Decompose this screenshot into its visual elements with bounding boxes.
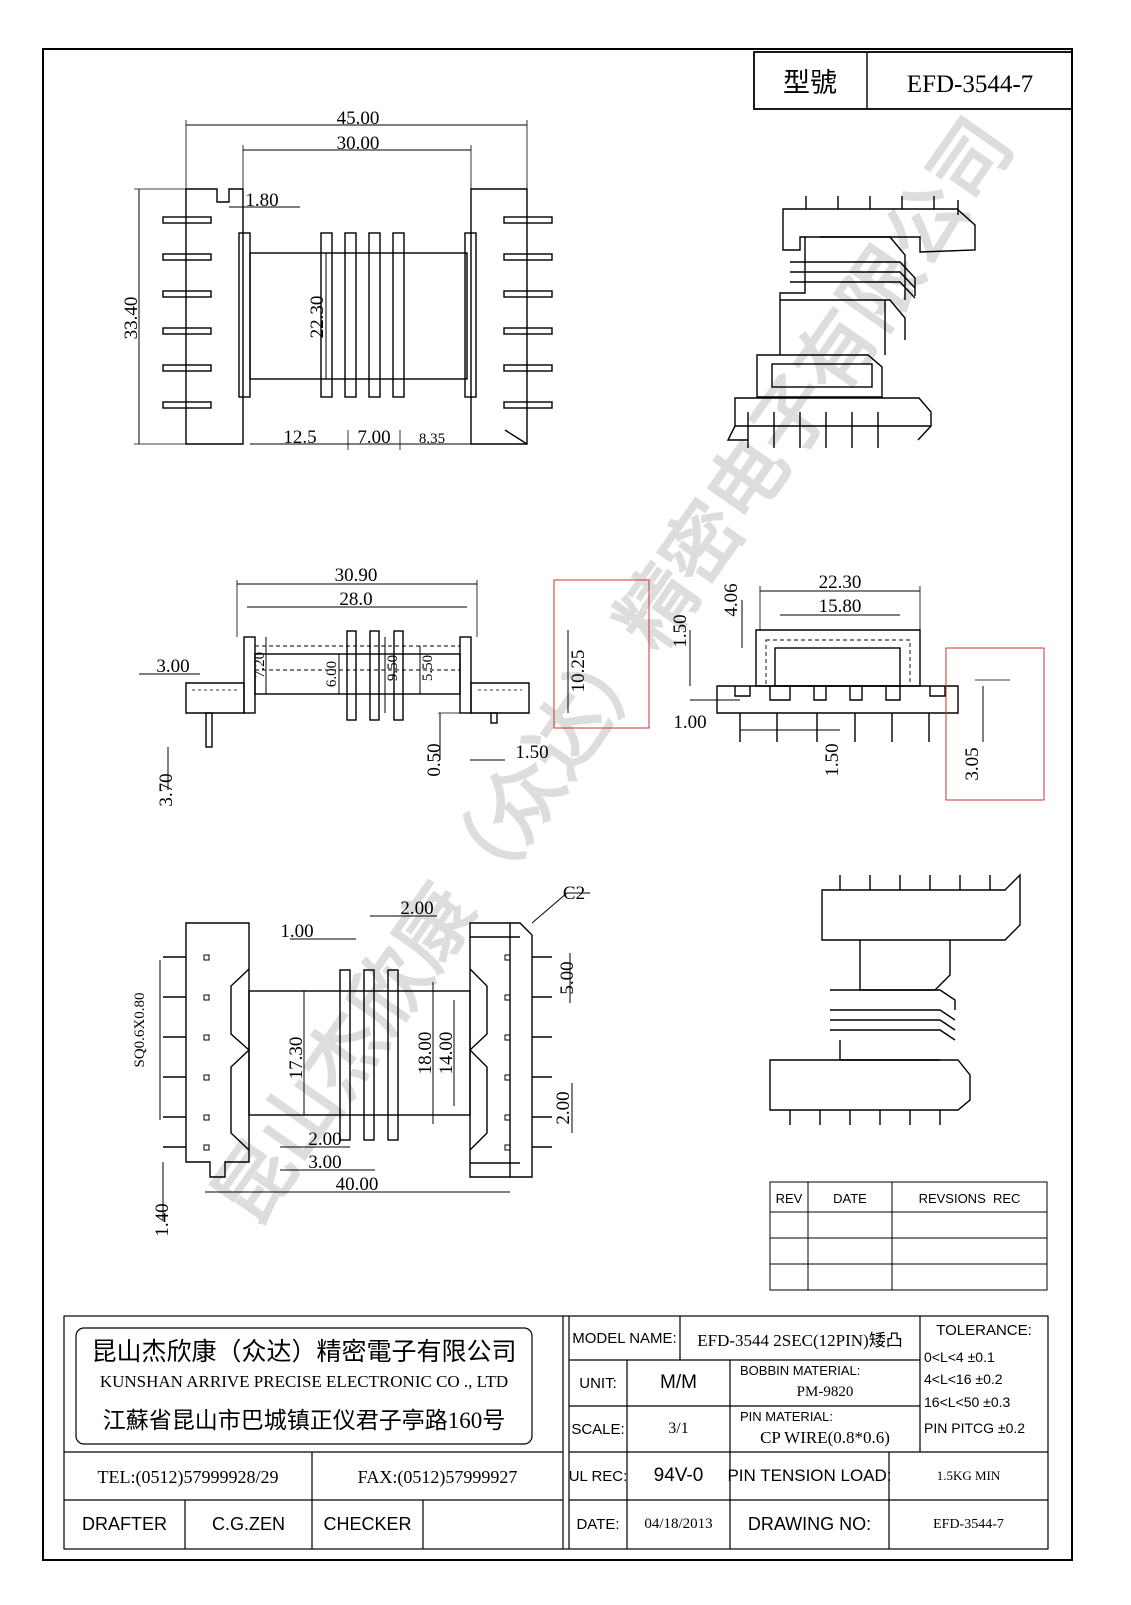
- dim-7-20: 7.20: [252, 652, 268, 678]
- dim-5-00: 5.00: [557, 961, 578, 994]
- checker-value: [423, 1502, 563, 1547]
- dim-18-00: 18.00: [415, 1032, 436, 1075]
- dim-33-40: 33.40: [121, 297, 142, 340]
- ul-rec-value: 94V-0: [653, 1465, 704, 1486]
- dim-1-00-bottom: 1.00: [280, 921, 313, 942]
- dim-15-80: 15.80: [819, 596, 862, 617]
- model-title-box: 型號 EFD-3544-7: [753, 51, 1073, 110]
- ul-rec-label: UL REC:: [568, 1467, 628, 1485]
- dim-12-5: 12.5: [283, 427, 316, 448]
- dim-4-06: 4.06: [721, 583, 742, 616]
- dim-c2: C2: [563, 883, 585, 904]
- revision-table: [769, 1181, 1048, 1291]
- rev-cell: [808, 1238, 892, 1264]
- checker-label: CHECKER: [323, 1514, 412, 1534]
- dim-2-00-side: 2.00: [553, 1091, 574, 1124]
- company-tel: TEL:(0512)57999928/29: [97, 1466, 279, 1487]
- company-name-cn: 昆山杰欣康（众达）精密電子有限公司: [91, 1339, 517, 1366]
- tolerance-row-1: 0<L<4 ±0.1: [924, 1349, 995, 1365]
- drawing-no-label: DRAWING NO:: [747, 1514, 872, 1534]
- rev-cell: [892, 1238, 1047, 1264]
- rev-header-rev: REV: [775, 1190, 803, 1206]
- dim-8-35: 8.35: [419, 431, 445, 447]
- side-view: 30.90 28.0 3.00 7.20 6.00 9.50 5.50 10.2…: [139, 565, 650, 807]
- scale-value: 3/1: [668, 1420, 689, 1437]
- dim-3-00: 3.00: [156, 656, 189, 677]
- model-name-label: MODEL NAME:: [572, 1329, 677, 1347]
- rev-cell: [808, 1264, 892, 1290]
- rev-cell: [770, 1212, 808, 1238]
- end-view: 22.30 15.80 4.06 1.50 1.00 1.50 3.05: [670, 572, 1045, 801]
- sheet-border: [42, 48, 1073, 1561]
- dim-1-50-end: 1.50: [670, 614, 691, 647]
- date-label: DATE:: [576, 1516, 620, 1533]
- dim-17-30: 17.30: [286, 1037, 307, 1080]
- iso-view-bottom: [769, 873, 1021, 1125]
- dim-22-30-end: 22.30: [819, 572, 862, 593]
- rev-cell: [770, 1238, 808, 1264]
- rev-cell: [892, 1212, 1047, 1238]
- bottom-view: C2 2.00 1.00 5.00 SQ0.6X0.80 17.30 18.00…: [132, 883, 590, 1237]
- pin-tension-value: 1.5KG MIN: [936, 1468, 1001, 1483]
- unit-label: UNIT:: [579, 1374, 617, 1392]
- dim-30: 30.00: [337, 133, 380, 154]
- dim-22-30: 22.30: [307, 296, 328, 339]
- dim-3-05: 3.05: [962, 747, 983, 780]
- dim-14-00: 14.00: [436, 1032, 457, 1075]
- dim-1-80: 1.80: [245, 190, 278, 211]
- dim-6-00: 6.00: [324, 661, 340, 687]
- drafter-label: DRAFTER: [82, 1514, 167, 1534]
- dim-30-90: 30.90: [335, 565, 378, 586]
- dim-28-0: 28.0: [339, 589, 372, 610]
- dim-3-70: 3.70: [156, 773, 177, 806]
- bobbin-material-label: BOBBIN MATERIAL:: [740, 1362, 861, 1378]
- rev-header-revisions: REVSIONS REC: [918, 1190, 1021, 1206]
- pin-material-label: PIN MATERIAL:: [740, 1408, 833, 1424]
- tolerance-row-3: 16<L<50 ±0.3: [924, 1394, 1011, 1410]
- company-address: 江蘇省昆山市巴城镇正仪君子亭路160号: [102, 1408, 506, 1433]
- rev-cell: [892, 1264, 1047, 1290]
- pin-tension-label: PIN TENSION LOAD:: [727, 1466, 892, 1485]
- rev-header-date: DATE: [833, 1190, 867, 1206]
- model-label: 型號: [783, 68, 837, 98]
- scale-label: SCALE:: [571, 1420, 625, 1438]
- top-view: 45.00 30.00 1.80 33.40 22.30 12.5 7.00 8…: [121, 108, 553, 450]
- rev-cell: [770, 1264, 808, 1290]
- dim-2-00-top: 2.00: [400, 898, 433, 919]
- dim-0-50: 0.50: [424, 743, 445, 776]
- model-value: EFD-3544-7: [907, 71, 1033, 98]
- dim-9-50: 9.50: [385, 655, 401, 681]
- dim-1-40: 1.40: [152, 1203, 173, 1236]
- dim-45: 45.00: [337, 108, 380, 129]
- rev-cell: [808, 1212, 892, 1238]
- dim-40-00: 40.00: [336, 1174, 379, 1195]
- bobbin-material-value: PM-9820: [796, 1383, 854, 1400]
- tolerance-row-4: PIN PITCG ±0.2: [924, 1420, 1026, 1436]
- title-block: [63, 1315, 1049, 1550]
- company-name-en: KUNSHAN ARRIVE PRECISE ELECTRONIC CO ., …: [99, 1372, 509, 1391]
- iso-view-top: [726, 196, 976, 448]
- tolerance-title: TOLERANCE:: [936, 1321, 1032, 1339]
- date-value: 04/18/2013: [644, 1516, 713, 1532]
- dim-2-00-inner: 2.00: [308, 1129, 341, 1150]
- dim-1-00-end: 1.00: [673, 712, 706, 733]
- company-fax: FAX:(0512)57999927: [357, 1466, 518, 1487]
- dim-5-50: 5.50: [420, 655, 436, 681]
- pin-material-value: CP WIRE(0.8*0.6): [760, 1428, 890, 1447]
- dim-3-00-inner: 3.00: [308, 1152, 341, 1173]
- dim-7-00: 7.00: [357, 427, 390, 448]
- tolerance-row-2: 4<L<16 ±0.2: [924, 1371, 1003, 1387]
- dim-10-25: 10.25: [568, 650, 589, 693]
- dim-1-50-pin: 1.50: [822, 743, 843, 776]
- unit-value: M/M: [660, 1372, 697, 1393]
- dim-1-50: 1.50: [515, 742, 548, 763]
- model-name-value: EFD-3544 2SEC(12PIN)矮凸: [697, 1330, 903, 1350]
- drawing-no-value: EFD-3544-7: [933, 1516, 1004, 1532]
- drafter-value: C.G.ZEN: [211, 1514, 285, 1534]
- dim-sq-pin: SQ0.6X0.80: [132, 992, 148, 1067]
